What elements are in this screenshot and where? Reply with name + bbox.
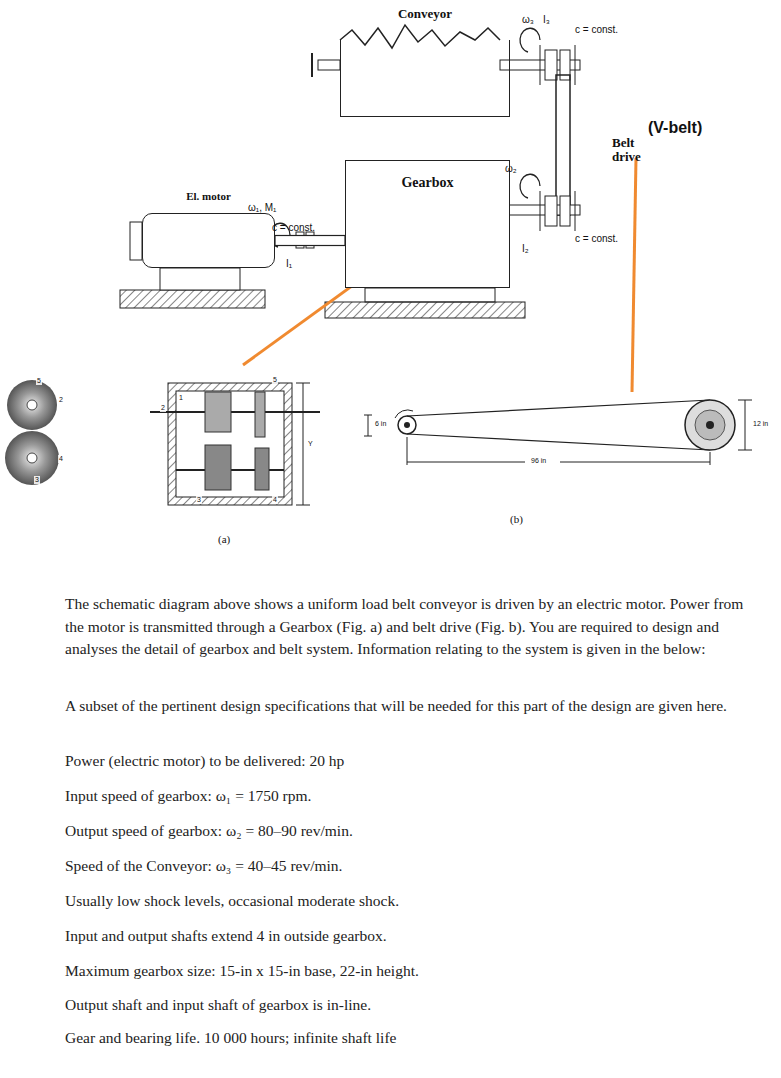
callout-number: 5 xyxy=(272,376,278,384)
part-label: I₃ xyxy=(543,14,550,26)
body-text: Input speed of gearbox: ω₁ = 1750 rpm. xyxy=(65,785,755,808)
part-label: I₁ xyxy=(286,258,292,270)
part-label: (b) xyxy=(510,513,523,526)
body-text: Output shaft and input shaft of gearbox … xyxy=(65,994,755,1017)
part-label: c = const. xyxy=(575,24,618,36)
node-title: El. motor xyxy=(143,190,274,202)
part-label: ω₃ xyxy=(522,14,534,26)
body-text: Input and output shafts extend 4 in outs… xyxy=(65,925,755,948)
node-title: Gearbox xyxy=(346,175,509,191)
body-text: Output speed of gearbox: ω₂ = 80–90 rev/… xyxy=(65,820,755,843)
shaft-connector xyxy=(275,236,345,246)
body-text: The schematic diagram above shows a unif… xyxy=(65,593,755,661)
part-label: (a) xyxy=(218,533,230,546)
body-text: Gear and bearing life. 10 000 hours; inf… xyxy=(65,1027,755,1050)
callout-number: 3 xyxy=(196,496,202,504)
callout-number: Y xyxy=(307,440,314,448)
callout-number: 5 xyxy=(36,377,42,385)
callout-number: 4 xyxy=(58,455,64,463)
part-label: ω₂ xyxy=(505,163,517,175)
part-label: c = const. xyxy=(575,233,618,245)
callout-number: 2 xyxy=(58,396,64,404)
part-label: Belt xyxy=(612,136,634,151)
body-text: Maximum gearbox size: 15-in x 15-in base… xyxy=(65,960,755,983)
part-label: (V-belt) xyxy=(648,119,702,137)
body-text: Usually low shock levels, occasional mod… xyxy=(65,890,755,913)
callout-number: 3 xyxy=(34,476,40,484)
body-text: Speed of the Conveyor: ω₃ = 40–45 rev/mi… xyxy=(65,855,755,878)
conveyor-box: Conveyor xyxy=(340,40,510,117)
part-label: c = const. xyxy=(272,222,315,234)
callout-number: 2 xyxy=(160,404,166,412)
callout-number: 96 in xyxy=(530,457,547,465)
node-title: Conveyor xyxy=(341,6,509,22)
callout-number: 6 in xyxy=(374,420,387,428)
gearbox-box: Gearbox xyxy=(345,160,510,288)
part-label: I₂ xyxy=(522,243,529,255)
body-text: A subset of the pertinent design specifi… xyxy=(65,695,755,718)
body-text: Power (electric motor) to be delivered: … xyxy=(65,750,755,773)
callout-number: 4 xyxy=(272,496,278,504)
part-label: ω₁, M₁ xyxy=(248,202,276,214)
part-label: drive xyxy=(612,150,641,165)
motor-body: El. motor xyxy=(142,213,275,268)
callout-number: 12 in xyxy=(752,420,769,428)
callout-number: 1 xyxy=(178,394,184,402)
